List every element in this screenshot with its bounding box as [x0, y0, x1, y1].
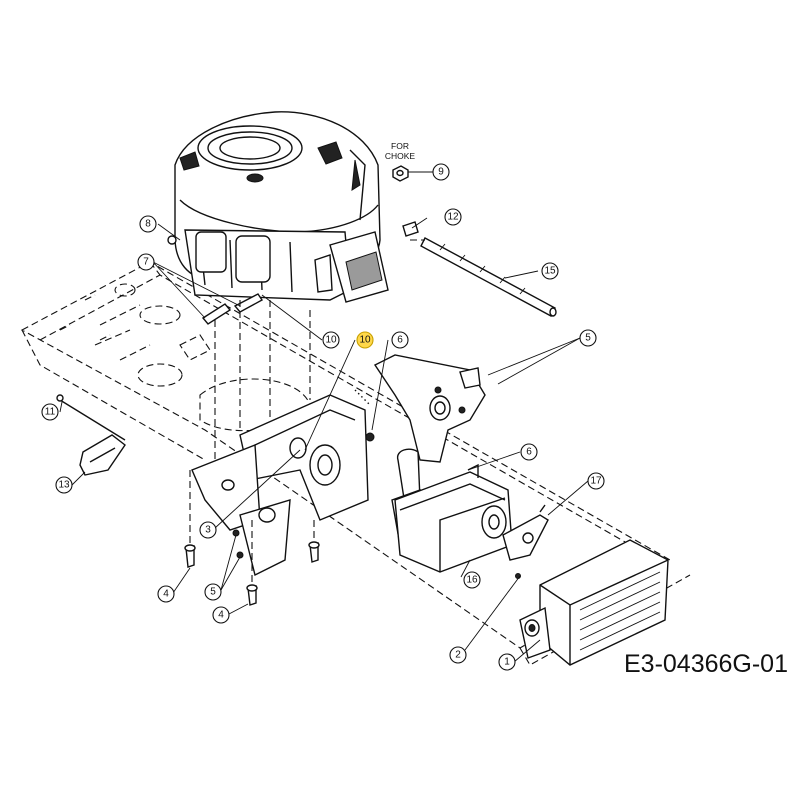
svg-text:5: 5	[585, 333, 591, 344]
callout-2: 2	[449, 646, 467, 664]
callout-13: 13	[55, 476, 73, 494]
svg-text:16: 16	[466, 575, 478, 586]
engine-bracket	[191, 394, 369, 577]
callout-4a: 4	[157, 585, 175, 603]
rod-and-clip	[56, 394, 126, 476]
leader-lines	[59, 171, 589, 663]
callout-15: 15	[541, 262, 559, 280]
svg-text:3: 3	[205, 525, 211, 536]
callout-11: 11	[41, 403, 59, 421]
callout-5a: 5	[204, 583, 222, 601]
callout-10: 10	[322, 331, 340, 349]
svg-text:17: 17	[590, 476, 602, 487]
svg-text:4: 4	[218, 610, 224, 621]
svg-text:10: 10	[359, 335, 371, 346]
svg-text:10: 10	[325, 335, 337, 346]
callout-5b: 5	[579, 329, 597, 347]
svg-text:11: 11	[45, 407, 56, 418]
svg-text:15: 15	[544, 266, 556, 277]
callout-4b: 4	[212, 606, 230, 624]
callout-10-highlighted: 10	[356, 331, 374, 349]
callout-6a: 6	[391, 331, 409, 349]
callout-1: 1	[498, 653, 516, 671]
engine	[174, 111, 389, 303]
svg-text:5: 5	[210, 587, 216, 598]
svg-text:4: 4	[163, 589, 169, 600]
callout-12: 12	[444, 208, 462, 226]
note-line-1: FOR	[391, 141, 409, 151]
svg-text:1: 1	[504, 657, 510, 668]
svg-text:6: 6	[526, 447, 532, 458]
side-plate	[373, 354, 486, 463]
callout-16: 16	[463, 571, 481, 589]
callout-3: 3	[199, 521, 217, 539]
nut	[392, 165, 409, 182]
callout-9: 9	[432, 163, 450, 181]
callout-7: 7	[137, 253, 155, 271]
svg-text:12: 12	[447, 212, 459, 223]
note-line-2: CHOKE	[385, 151, 416, 161]
assembly-lines	[189, 239, 425, 585]
heat-shield-bracket	[502, 504, 549, 561]
callout-17: 17	[587, 472, 605, 490]
svg-text:13: 13	[58, 480, 70, 491]
svg-text:9: 9	[438, 167, 444, 178]
muffler	[391, 448, 513, 573]
svg-text:6: 6	[397, 335, 403, 346]
choke-rod	[402, 221, 557, 317]
svg-text:7: 7	[143, 257, 149, 268]
callout-8: 8	[139, 215, 157, 233]
bolts	[167, 235, 521, 606]
svg-text:8: 8	[145, 219, 151, 230]
diagram-id: E3-04366G-01	[623, 650, 788, 678]
muffler-guard	[519, 539, 669, 666]
svg-text:2: 2	[455, 650, 461, 661]
callout-6b: 6	[520, 443, 538, 461]
